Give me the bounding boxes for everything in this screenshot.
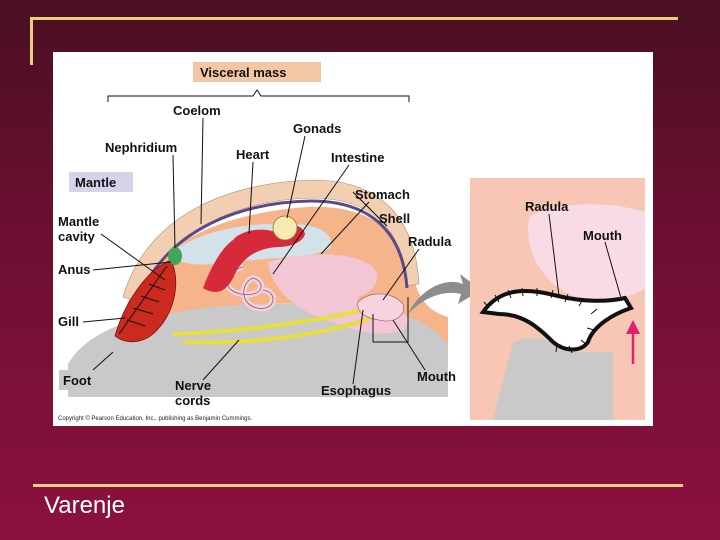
visceral-mass-box bbox=[193, 62, 321, 82]
label-foot: Foot bbox=[63, 373, 92, 388]
label-anus: Anus bbox=[58, 262, 91, 277]
label-shell: Shell bbox=[379, 211, 410, 226]
pointer-shell bbox=[352, 191, 388, 227]
digestive-region bbox=[268, 254, 409, 334]
pointer-intestine bbox=[272, 164, 350, 275]
label-mantle-cavity-line1: Mantle bbox=[58, 214, 99, 229]
inset-foot-gray bbox=[493, 338, 613, 420]
slide-title: Varenje bbox=[44, 492, 125, 519]
label-nerve-cords-line2: cords bbox=[175, 393, 210, 408]
pointer-inset-radula bbox=[548, 213, 560, 297]
pointer-mantle-cavity bbox=[100, 233, 166, 281]
pointer-inset-mouth bbox=[604, 241, 622, 299]
mantle-line bbox=[135, 199, 409, 305]
pointer-radula bbox=[382, 248, 420, 301]
label-intestine: Intestine bbox=[331, 150, 384, 165]
gill-filaments bbox=[118, 265, 168, 335]
pointer-coelom bbox=[200, 117, 204, 225]
intestine-coil-outline bbox=[226, 266, 274, 309]
nerve-cord-lower bbox=[182, 316, 372, 345]
label-heart: Heart bbox=[236, 147, 270, 162]
pointer-anus bbox=[92, 261, 172, 271]
anatomy-diagram: Visceral mass Mantle Foot Coelom Gonads … bbox=[58, 62, 645, 422]
label-gill: Gill bbox=[58, 314, 79, 329]
label-coelom: Coelom bbox=[173, 103, 221, 118]
gonads-shape bbox=[272, 215, 298, 241]
decor-line-left bbox=[30, 17, 33, 65]
copyright-text: Copyright © Pearson Education, Inc., pub… bbox=[58, 415, 253, 422]
zoom-arrow bbox=[408, 274, 481, 314]
decor-line-bottom bbox=[33, 484, 683, 487]
pointer-nerve-cords bbox=[202, 339, 240, 381]
label-mantle: Mantle bbox=[75, 175, 116, 190]
label-visceral-mass: Visceral mass bbox=[200, 65, 287, 80]
nephridium-shape bbox=[168, 247, 182, 265]
label-mouth: Mouth bbox=[417, 369, 456, 384]
pointer-foot bbox=[92, 351, 114, 371]
nerve-cord-upper bbox=[172, 308, 364, 336]
pointer-heart bbox=[248, 161, 254, 235]
label-esophagus: Esophagus bbox=[321, 383, 391, 398]
label-inset-mouth: Mouth bbox=[583, 228, 622, 243]
label-radula: Radula bbox=[408, 234, 452, 249]
label-nephridium: Nephridium bbox=[105, 140, 177, 155]
label-gonads: Gonads bbox=[293, 121, 341, 136]
pointer-mouth bbox=[392, 319, 426, 371]
mantle-box bbox=[69, 172, 133, 192]
inset-radula-spikes bbox=[483, 287, 598, 354]
inset-feeding-arrow-head bbox=[626, 320, 640, 334]
label-mantle-cavity-line2: cavity bbox=[58, 229, 96, 244]
pointer-esophagus bbox=[352, 309, 364, 385]
label-stomach: Stomach bbox=[355, 187, 410, 202]
heart-shape bbox=[203, 225, 305, 292]
pointer-nephridium bbox=[172, 154, 176, 249]
pointer-gill bbox=[82, 317, 126, 323]
label-inset-radula: Radula bbox=[525, 199, 569, 214]
pointer-gonads bbox=[286, 135, 306, 219]
foot-box bbox=[59, 370, 105, 390]
zoom-box bbox=[373, 297, 409, 343]
label-nerve-cords-line1: Nerve bbox=[175, 378, 211, 393]
visceral-mass-bracket bbox=[107, 89, 410, 102]
mollusc-anatomy-figure: Visceral mass Mantle Foot Coelom Gonads … bbox=[53, 52, 653, 426]
decor-line-top bbox=[30, 17, 678, 20]
pointer-stomach bbox=[320, 201, 370, 255]
inset-radula-teeth bbox=[479, 288, 634, 352]
